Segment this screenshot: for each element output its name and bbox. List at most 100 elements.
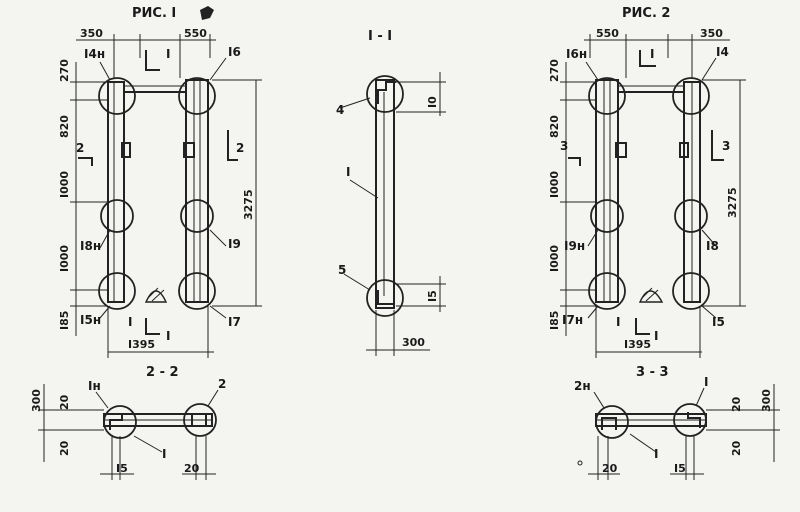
fig1-dim-820: 820 — [58, 115, 71, 138]
fig1-title: РИС. I — [132, 6, 176, 21]
sec22-left-node — [103, 405, 137, 439]
sec11-bottom-node — [366, 279, 404, 317]
sec11-column — [375, 79, 395, 309]
section-3-3: 3 - 3 2н I I 300 20 20 20 I5 — [574, 365, 780, 480]
fig2-section-arrow — [568, 157, 581, 166]
leader-line — [585, 61, 599, 81]
figure-1: РИС. I 350 550 — [58, 6, 262, 358]
fig2-left-column — [595, 79, 619, 303]
leader-line — [209, 57, 227, 81]
sec22-title: 2 - 2 — [146, 365, 179, 380]
fig1-right-column — [185, 79, 209, 303]
fig2-title: РИС. 2 — [622, 6, 670, 21]
fig2-section-mark: I — [650, 47, 654, 61]
fig2-section-arrow — [639, 50, 656, 67]
sec11-dim-15: I5 — [426, 290, 439, 302]
fig1-section-mark: 2 — [76, 141, 84, 155]
sec33-callout-2n: 2н — [574, 379, 591, 393]
fig1-section-mark: I — [166, 329, 170, 343]
fig1-section-mark: 2 — [236, 141, 244, 155]
leader-line — [133, 435, 163, 453]
leader-line — [95, 391, 109, 409]
fig1-section-arrow — [78, 157, 93, 166]
fig2-section-mark: 3 — [560, 139, 568, 153]
fig1-node-circle — [180, 199, 214, 233]
fig2-callout-18: I8 — [706, 239, 719, 253]
fig2-section-arrow — [711, 130, 724, 161]
fig2-callout-17n: I7н — [562, 313, 583, 327]
fig2-dim-185: I85 — [548, 311, 561, 330]
sec33-right-node — [673, 403, 707, 437]
fig1-dim-1395: I395 — [128, 338, 155, 351]
sec33-right-step — [687, 412, 701, 428]
sec11-callout-4: 4 — [336, 103, 344, 117]
sec11-callout-1: I — [346, 165, 350, 179]
fig1-dim-550: 550 — [184, 27, 207, 40]
sec22-right-node — [183, 403, 217, 437]
sec22-left-step — [109, 414, 123, 430]
sec11-dim-10: I0 — [426, 96, 439, 108]
fig2-dim-1000b: I000 — [548, 245, 561, 272]
fig1-bracket — [121, 142, 131, 158]
leader-line — [587, 305, 599, 319]
fig1-callout-19: I9 — [228, 237, 241, 251]
sec22-right-channel — [191, 413, 207, 426]
leader-line — [339, 97, 371, 109]
stray-mark — [577, 460, 583, 466]
sec22-callout-1n: Iн — [88, 379, 101, 393]
fig2-callout-14: I4 — [716, 45, 729, 59]
fig1-callout-14n: I4н — [84, 47, 105, 61]
fig2-bracket — [615, 142, 627, 158]
fig2-callout-19n: I9н — [564, 239, 585, 253]
fig2-node-circle — [588, 272, 626, 310]
fig1-left-column — [107, 81, 125, 303]
sec22-dim-300: 300 — [30, 389, 43, 412]
leader-line — [99, 305, 111, 319]
fig2-node-circle — [672, 272, 710, 310]
hatch-line — [645, 289, 659, 302]
sec11-top-node — [366, 75, 404, 113]
section-2-2: 2 - 2 Iн 2 I 300 20 20 I5 20 — [30, 365, 226, 480]
leader-line — [701, 305, 717, 319]
fig2-dim-350: 350 — [700, 27, 723, 40]
fig1-dim-3275: 3275 — [242, 189, 255, 220]
leader-line — [701, 229, 717, 247]
leader-line — [587, 229, 599, 247]
sec22-dim-20: 20 — [184, 462, 200, 475]
sec33-left-node — [595, 405, 629, 439]
sec11-callout-5: 5 — [338, 263, 346, 277]
leader-line — [99, 61, 111, 81]
fig1-dim-185: I85 — [58, 311, 71, 330]
sec33-dim-20b: 20 — [730, 440, 743, 456]
leader-line — [207, 389, 219, 407]
leader-line — [701, 57, 717, 81]
fig2-callout-16n: I6н — [566, 47, 587, 61]
fig1-section-mark: I — [166, 47, 170, 61]
fig1-node-circle — [98, 77, 136, 115]
fig1-dim-270: 270 — [58, 59, 71, 82]
sec33-dim-20a: 20 — [730, 396, 743, 412]
fig2-node-circle — [590, 199, 624, 233]
fig2-dim-1000a: I000 — [548, 171, 561, 198]
leader-line — [593, 391, 605, 409]
fig2-bracket — [679, 142, 689, 158]
leader-line — [349, 179, 379, 199]
sec33-left-channel — [601, 417, 617, 430]
fig2-dim-3275: 3275 — [726, 187, 739, 218]
sec11-dim-300: 300 — [402, 336, 425, 349]
fig1-node-circle — [98, 272, 136, 310]
fig2-section-mark: 3 — [722, 139, 730, 153]
leader-line — [99, 229, 111, 249]
sec33-dim-20: 20 — [602, 462, 618, 475]
sec22-dim-20b: 20 — [58, 440, 71, 456]
fig1-node-circle — [178, 272, 216, 310]
fig2-node-circle — [672, 77, 710, 115]
fig1-callout-16: I6 — [228, 45, 241, 59]
sec33-callout-1: I — [704, 375, 708, 389]
leader-line — [629, 433, 657, 453]
fig1-bracket — [183, 142, 195, 158]
fig1-node-circle — [178, 77, 216, 115]
section-1-1: I - I 4 I 5 I0 I5 300 — [336, 29, 446, 356]
fig1-section-arrow — [145, 318, 160, 335]
